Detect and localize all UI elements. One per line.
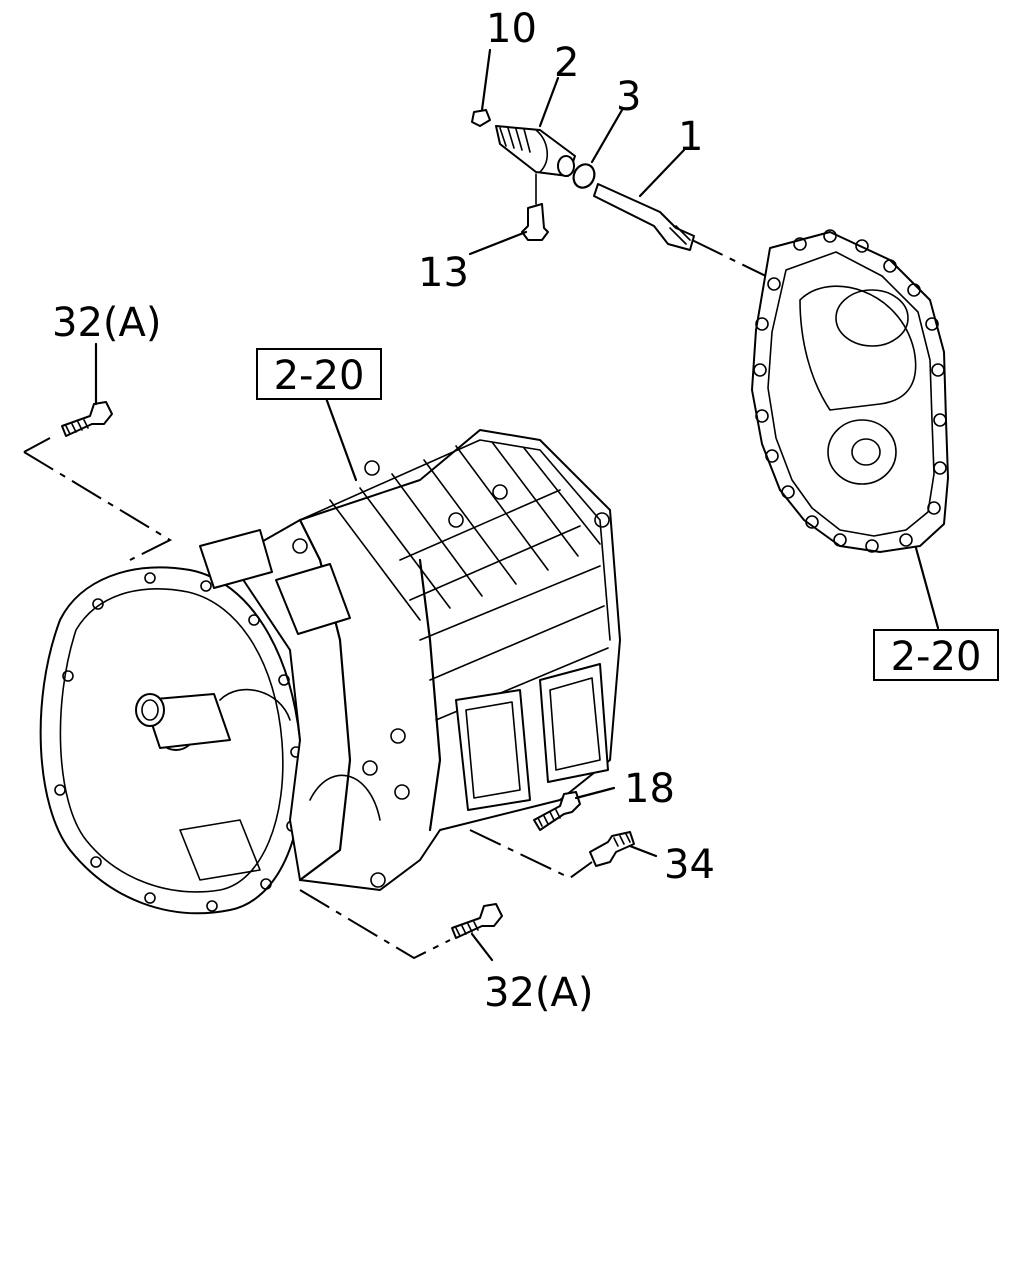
leader-1 <box>638 148 686 198</box>
transmission-case <box>39 429 621 915</box>
leader-34 <box>628 844 658 858</box>
rear-cover <box>751 229 949 553</box>
callout-10: 10 <box>486 6 537 52</box>
input-shaft <box>135 693 231 751</box>
assembly-line-32a-bottom <box>299 889 451 960</box>
part-1-driven-gear-shaft <box>593 183 695 251</box>
leader-2 <box>538 76 560 128</box>
callout-32a-top: 32(A) <box>52 300 161 346</box>
callout-32a-bottom: 32(A) <box>484 970 593 1016</box>
assembly-line-shaft-to-cover <box>691 239 775 281</box>
leader-ref-cover <box>914 546 940 630</box>
callout-3: 3 <box>616 74 641 120</box>
bolt-32a-top <box>61 401 113 437</box>
ref-box-main <box>256 348 382 400</box>
ref-label-cover: 2-20 <box>891 634 982 680</box>
leader-3 <box>590 108 624 164</box>
leader-18 <box>574 786 616 800</box>
ref-label-main: 2-20 <box>274 353 365 399</box>
callout-18: 18 <box>624 766 675 812</box>
assembly-line-32a-top <box>23 437 173 561</box>
callout-2: 2 <box>554 40 579 86</box>
part-13-fitting <box>521 203 549 241</box>
callout-34: 34 <box>664 842 715 888</box>
callout-13: 13 <box>418 250 469 296</box>
part-2-sensor-body <box>495 125 576 177</box>
bolt-18 <box>533 791 581 831</box>
part-10-plug <box>471 109 491 127</box>
leader-32a-bottom <box>470 932 494 962</box>
part-3-o-ring <box>572 163 596 189</box>
leader-13 <box>468 230 528 256</box>
stud-34 <box>589 831 635 867</box>
callout-1: 1 <box>678 114 703 160</box>
case-bosses <box>292 460 610 888</box>
assembly-line-18-34 <box>469 829 593 880</box>
rear-cover-bolt-holes <box>753 229 947 553</box>
leader-10 <box>480 48 492 112</box>
bolt-32a-bottom <box>451 903 503 939</box>
ref-box-cover <box>873 629 999 681</box>
leader-ref-main <box>324 396 358 482</box>
